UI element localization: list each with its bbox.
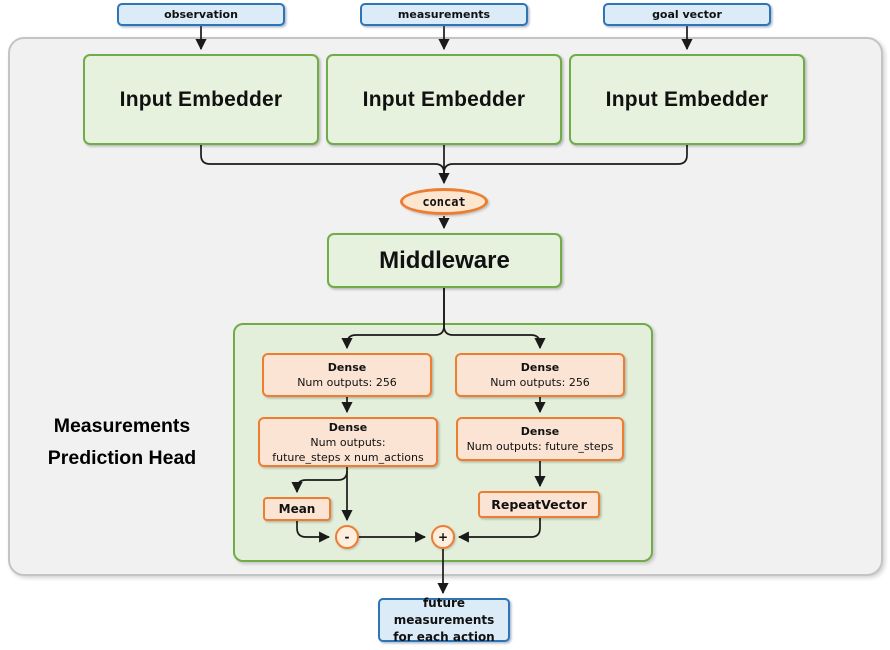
dense-expectation-1: Dense Num outputs: 256 [455,353,625,397]
arrow-middleware-dense-right [443,288,546,350]
add-label: + [437,530,449,544]
output-label-line2: for each action [393,629,495,644]
dense-action-2-detail-line1: Num outputs: [310,435,386,449]
dense-expectation-2: Dense Num outputs: future_steps [456,417,624,461]
repeat-vector-label: RepeatVector [491,497,587,512]
input-embedder-2-label: Input Embedder [362,87,526,111]
wire-embedder1-merge [200,145,445,174]
concat-node: concat [400,188,488,215]
concat-label: concat [422,194,466,209]
mean-label: Mean [278,502,316,516]
input-measurements-label: measurements [397,8,491,21]
input-measurements: measurements [360,3,528,26]
middleware-node: Middleware [327,233,562,288]
input-goal-vector-label: goal vector [652,8,722,21]
input-goal-vector: goal vector [603,3,771,26]
output-label-line1: future measurements [393,595,495,627]
dense-action-2: Dense Num outputs: future_steps x num_ac… [258,417,438,467]
add-node: + [431,525,455,549]
arrow-mean-minus [296,521,331,543]
output-future-measurements: future measurements for each action [378,595,510,644]
prediction-head-title-line2: Prediction Head [47,447,197,469]
dense-action-1: Dense Num outputs: 256 [262,353,432,397]
input-embedder-1: Input Embedder [83,54,319,145]
dense-expectation-1-detail: Num outputs: 256 [490,376,590,389]
dense-action-1-name: Dense [327,361,367,374]
mean-node: Mean [263,497,331,521]
dense-action-2-name: Dense [328,420,368,434]
input-observation: observation [117,3,285,26]
arrow-middleware-dense-left [341,288,445,350]
subtract-node: - [335,525,359,549]
dense-expectation-2-name: Dense [520,425,560,438]
arrows [195,26,693,595]
input-embedder-3: Input Embedder [569,54,805,145]
middleware-label: Middleware [379,246,510,274]
dense-expectation-1-name: Dense [520,361,560,374]
dense-action-2-detail-line2: future_steps x num_actions [272,450,424,464]
prediction-head-title: Measurements Prediction Head [12,409,232,475]
wire-embedder3-merge [443,145,688,174]
dense-action-1-detail: Num outputs: 256 [297,376,397,389]
subtract-label: - [344,530,350,544]
input-embedder-2: Input Embedder [326,54,562,145]
input-observation-label: observation [164,8,238,21]
arrow-repeatvector-plus [457,518,541,543]
input-embedder-3-label: Input Embedder [605,87,769,111]
arrow-dense2L-mean [291,470,348,494]
input-embedder-1-label: Input Embedder [119,87,283,111]
prediction-head-title-line1: Measurements [53,415,191,437]
dense-expectation-2-detail: Num outputs: future_steps [466,440,614,453]
repeat-vector-node: RepeatVector [478,491,600,518]
